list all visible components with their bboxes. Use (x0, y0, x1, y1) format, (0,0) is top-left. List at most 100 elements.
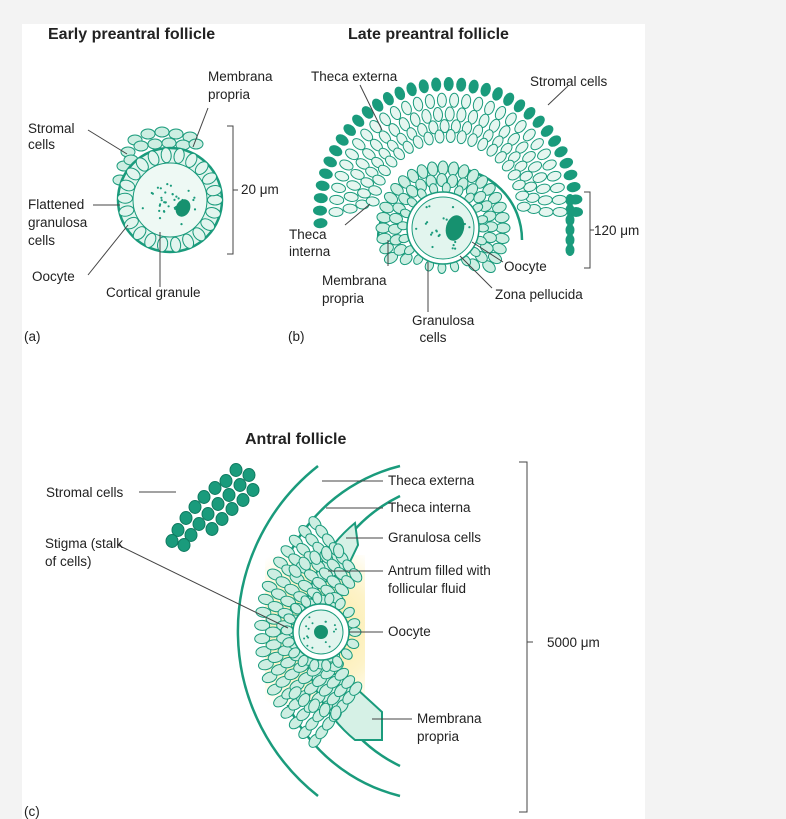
cortical-granule (159, 187, 162, 190)
stromal-cell (565, 204, 575, 216)
stromal-cell (222, 488, 236, 502)
stromal-cell (532, 115, 545, 128)
theca-interna-cell (467, 133, 478, 147)
stromal-cell (315, 180, 330, 191)
cortical-granule (431, 245, 434, 249)
stromal-cell (372, 98, 384, 112)
cortical-granule (415, 227, 418, 230)
theca-externa-cell (346, 180, 362, 191)
cortical-granule (305, 625, 308, 628)
theca-externa-cell (389, 105, 402, 121)
stromal-cell (225, 502, 239, 516)
theca-externa-cell (504, 112, 517, 127)
panel-b-membrana-label-1: Membrana (322, 273, 387, 288)
theca-interna-cell (507, 169, 521, 181)
stromal-cell (165, 534, 179, 548)
theca-externa-cell (537, 148, 551, 161)
theca-interna-cell (357, 188, 371, 199)
granulosa-cell (483, 231, 497, 244)
theca-interna-cell (360, 177, 374, 188)
stromal-cell (361, 106, 374, 119)
theca-externa-cell (412, 96, 424, 112)
stromal-cell (565, 194, 575, 206)
granulosa-cell (308, 698, 321, 713)
granulosa-cell (135, 157, 149, 172)
stromal-cell (313, 218, 328, 229)
cortical-granule (442, 217, 445, 220)
stromal-cell (179, 511, 193, 525)
theca-interna-cell (434, 129, 445, 144)
panel-b-theca-interna (355, 119, 541, 215)
panel-c-size-label: 5000 μm (547, 635, 600, 650)
theca-externa-cell (461, 94, 472, 109)
cortical-granule (160, 196, 163, 199)
granulosa-cell (265, 626, 281, 638)
theca-externa-cell (522, 128, 536, 142)
granulosa-cell (297, 693, 311, 707)
panel-c-theca-interna-label: Theca interna (388, 500, 471, 515)
granulosa-cell (321, 546, 333, 561)
stromal-cell (565, 224, 575, 236)
cortical-granule (156, 186, 159, 189)
theca-interna-cell (512, 179, 526, 191)
panel-c-antrum-label-1: Antrum filled with (388, 563, 491, 578)
stromal-cell (177, 538, 191, 552)
cortical-granule (164, 191, 167, 194)
theca-externa-cell (343, 191, 359, 202)
cortical-granule (324, 620, 327, 623)
theca-interna-cell (365, 196, 380, 207)
panel-c-theca-externa-label: Theca externa (388, 473, 475, 488)
stromal-cell (456, 77, 467, 92)
cortical-granule (425, 206, 428, 209)
panel-c-membrana-label-2: propria (417, 729, 460, 744)
granulosa-cell (119, 179, 136, 192)
cortical-granule (463, 222, 466, 226)
panel-b-theca-interna-label-2: interna (289, 244, 331, 259)
granulosa-cell (207, 194, 223, 206)
stromal-cell (343, 124, 356, 136)
panel-a-stromal-label-2: cells (28, 137, 55, 152)
theca-externa-cell (352, 138, 366, 151)
cortical-granule (424, 222, 427, 225)
theca-externa-cell (444, 106, 455, 122)
stromal-cell (140, 128, 156, 140)
panel-b-title: Late preantral follicle (348, 26, 509, 43)
granulosa-cell (288, 564, 302, 578)
panel-c-oocyte-label: Oocyte (388, 624, 431, 639)
theca-externa-cell (328, 207, 344, 217)
stromal-cell (313, 193, 328, 204)
stromal-cell (480, 82, 491, 97)
panel-b-theca-interna-label-1: Theca (289, 227, 327, 242)
panel-a-cortical-label: Cortical granule (106, 285, 201, 300)
theca-externa-cell (530, 138, 544, 151)
cortical-granule (180, 223, 183, 226)
theca-interna-cell (439, 119, 450, 134)
granulosa-cell (473, 190, 487, 204)
theca-interna-cell (377, 164, 391, 177)
theca-interna-cell (516, 201, 531, 212)
theca-externa-cell (342, 203, 358, 214)
theca-externa-cell (409, 112, 421, 127)
cortical-granule (163, 210, 166, 213)
stromal-cell (554, 146, 568, 158)
panel-b-membrana-label-2: propria (322, 291, 365, 306)
cortical-granule (193, 208, 197, 211)
panel-a-oocyte (132, 162, 208, 238)
cortical-granule (303, 637, 306, 640)
panel-c-tag: (c) (24, 804, 40, 819)
stromal-cell (133, 140, 149, 152)
stromal-cell (188, 500, 202, 514)
theca-interna-cell (515, 190, 530, 201)
theca-interna-cell (428, 120, 439, 135)
cortical-granule (454, 240, 457, 244)
theca-interna-cell (523, 181, 538, 193)
panel-b-zona-label: Zona pellucida (495, 287, 583, 302)
stromal-cell (565, 244, 575, 256)
theca-interna-cell (494, 151, 507, 164)
cortical-granule (438, 233, 441, 236)
cortical-granule (167, 205, 170, 208)
granulosa-cell (298, 556, 311, 571)
stromal-cell (229, 463, 243, 477)
theca-externa-cell (546, 170, 562, 182)
stromal-cell (418, 79, 429, 94)
